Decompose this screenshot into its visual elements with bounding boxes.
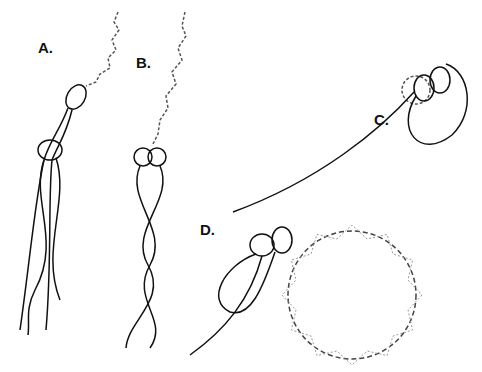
cell-body: [62, 81, 91, 113]
flagellum: [53, 158, 60, 300]
trajectory: [86, 12, 119, 86]
flagellum: [233, 92, 414, 212]
panel-label: D.: [200, 222, 215, 237]
trajectory: [152, 12, 186, 146]
cell-body: [272, 227, 292, 253]
flagellum: [408, 64, 467, 144]
panel-label: B.: [136, 55, 151, 70]
cell-body: [148, 148, 166, 166]
cell-body: [430, 67, 450, 93]
cell-body: [134, 148, 152, 166]
flagellum: [190, 256, 262, 355]
flagellum: [126, 166, 163, 348]
flagellum: [137, 166, 156, 348]
flagellum: [28, 160, 46, 335]
cell-body: [38, 140, 62, 160]
cell-body: [414, 75, 434, 101]
panel-label: A.: [38, 40, 53, 55]
flagellum: [219, 252, 275, 313]
panel-label: C.: [374, 112, 389, 127]
flagellum: [46, 110, 72, 330]
trajectory-zigzag: [282, 225, 422, 365]
cell-body: [250, 234, 274, 256]
trajectory: [288, 231, 416, 359]
